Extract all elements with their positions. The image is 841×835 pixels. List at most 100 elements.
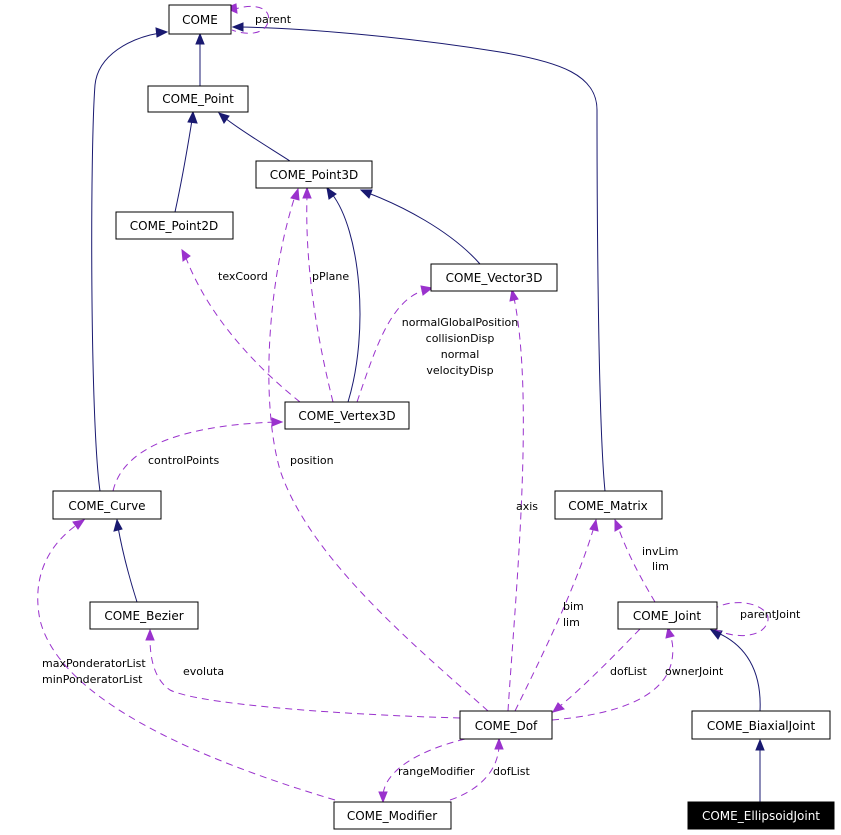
arrowhead-bezier-curve — [113, 518, 123, 532]
arrowhead-dof-matrix — [589, 518, 599, 532]
edge-label-maxponderatorlist: maxPonderatorList — [42, 657, 146, 670]
node-label-come-bezier: COME_Bezier — [104, 609, 183, 623]
edge-label-collisiondisp: collisionDisp — [426, 332, 495, 345]
edge-vertex-point2d — [185, 257, 301, 403]
arrowhead-matrix-come — [231, 22, 244, 32]
inheritance-edges — [91, 22, 765, 802]
edge-point2d-point — [174, 119, 193, 213]
arrowhead-vertex-point2d — [181, 248, 191, 262]
arrowhead-dof-joint — [665, 626, 675, 639]
node-label-come-point: COME_Point — [162, 92, 234, 106]
node-label-come-dof: COME_Dof — [475, 719, 538, 733]
arrowhead-joint-matrix — [614, 518, 623, 532]
edge-joint-parent — [711, 602, 769, 637]
edge-label-lim-joint: lim — [652, 560, 669, 573]
arrowhead-modifier-curve — [72, 519, 86, 530]
arrowhead-dof-vector3d — [509, 288, 519, 302]
arrowhead-point2d-point — [187, 110, 198, 124]
node-come-bezier[interactable]: COME_Bezier — [89, 601, 199, 630]
edge-modifier-curve — [37, 523, 336, 801]
arrowhead-modifier-dof — [494, 737, 504, 750]
arrowhead-curve-vertex — [271, 417, 284, 427]
arrowhead-point3d-point — [218, 112, 230, 124]
arrowhead-dof-point3d — [290, 187, 300, 201]
edge-curve-vertex — [112, 421, 276, 492]
arrowhead-dof-modifier — [378, 791, 388, 804]
node-come-curve[interactable]: COME_Curve — [52, 490, 162, 520]
edge-label-normal: normal — [441, 348, 480, 361]
edge-joint-dof — [559, 628, 641, 707]
arrowhead-vertex-vector3d — [420, 285, 434, 296]
edge-label-lim-dof: lim — [563, 616, 580, 629]
node-come[interactable]: COME — [168, 4, 232, 35]
edge-dof-bezier — [149, 637, 461, 719]
edge-dof-joint — [551, 633, 674, 721]
node-come-point2d[interactable]: COME_Point2D — [115, 211, 234, 240]
arrowhead-vertex-point3d — [302, 186, 312, 199]
edge-label-invlim: invLim — [642, 545, 678, 558]
edge-vertex-vector3d — [356, 289, 426, 403]
arrowhead-vector3d-point3d — [359, 189, 373, 199]
arrowhead-dof-bezier — [145, 628, 155, 641]
edge-label-texcoord: texCoord — [218, 270, 268, 283]
arrowhead-ellipsoid-biaxial — [755, 738, 765, 751]
edge-dof-vector3d — [507, 297, 524, 712]
node-come-vector3d[interactable]: COME_Vector3D — [430, 263, 558, 292]
node-label-come-vector3d: COME_Vector3D — [446, 271, 543, 285]
node-come-vertex3d[interactable]: COME_Vertex3D — [284, 401, 410, 430]
node-label-come: COME — [182, 13, 218, 27]
edge-label-velocitydisp: velocityDisp — [426, 364, 493, 377]
edge-come-parent — [231, 6, 270, 34]
edge-curve-come — [91, 32, 161, 492]
edge-label-rangemodifier: rangeModifier — [398, 765, 475, 778]
edge-label-doflist-joint: dofList — [610, 665, 648, 678]
edge-label-ownerjoint: ownerJoint — [665, 665, 724, 678]
node-label-come-curve: COME_Curve — [68, 499, 145, 513]
node-come-point3d[interactable]: COME_Point3D — [255, 160, 373, 189]
node-label-come-ellipsoidjoint: COME_EllipsoidJoint — [702, 809, 820, 823]
edge-labels: parent texCoord pPlane normalGlobalPosit… — [42, 13, 801, 778]
edge-vertex-point3d — [306, 195, 334, 403]
class-nodes: COME COME_Point COME_Point3D COME_Point2… — [52, 4, 835, 830]
edge-label-axis: axis — [516, 500, 538, 513]
node-come-biaxialjoint[interactable]: COME_BiaxialJoint — [691, 710, 831, 740]
node-come-point[interactable]: COME_Point — [147, 85, 249, 113]
edge-label-pplane: pPlane — [312, 270, 349, 283]
edge-point3d-point — [224, 117, 291, 162]
usage-edges — [37, 3, 769, 804]
edge-label-doflist-modifier: dofList — [493, 765, 531, 778]
edge-vertex3d-point3d — [331, 193, 361, 403]
edge-label-minponderatorlist: minPonderatorList — [42, 673, 143, 686]
edge-dof-matrix — [514, 526, 595, 712]
node-come-ellipsoidjoint[interactable]: COME_EllipsoidJoint — [687, 801, 835, 830]
edge-label-parentjoint: parentJoint — [740, 608, 801, 621]
edge-label-evoluta: evoluta — [183, 665, 224, 678]
node-come-matrix[interactable]: COME_Matrix — [554, 490, 663, 520]
edge-modifier-dof — [449, 745, 500, 801]
node-label-come-point2d: COME_Point2D — [130, 219, 218, 233]
arrowhead-curve-come — [155, 27, 169, 38]
edge-joint-matrix — [617, 526, 656, 603]
edge-vector3d-point3d — [367, 192, 481, 265]
edge-biaxial-joint — [717, 632, 761, 712]
edge-dof-modifier — [382, 738, 466, 796]
node-come-modifier[interactable]: COME_Modifier — [333, 801, 452, 830]
edge-matrix-come — [239, 26, 606, 492]
edge-label-parent: parent — [255, 13, 292, 26]
node-label-come-biaxialjoint: COME_BiaxialJoint — [707, 719, 816, 733]
node-label-come-point3d: COME_Point3D — [270, 168, 358, 182]
node-label-come-vertex3d: COME_Vertex3D — [298, 409, 395, 423]
arrowhead-joint-dof — [551, 702, 565, 713]
edge-label-bim: bim — [563, 600, 584, 613]
arrowhead-point-come — [195, 32, 205, 45]
edge-label-normalglobalposition: normalGlobalPosition — [402, 316, 518, 329]
node-label-come-modifier: COME_Modifier — [347, 809, 437, 823]
node-come-dof[interactable]: COME_Dof — [459, 710, 553, 740]
node-label-come-joint: COME_Joint — [633, 609, 702, 623]
arrowhead-vertex3d-point3d — [326, 186, 337, 200]
edge-label-controlpoints: controlPoints — [148, 454, 219, 467]
edge-bezier-curve — [117, 526, 138, 603]
node-come-joint[interactable]: COME_Joint — [617, 601, 718, 630]
edge-label-position: position — [290, 454, 334, 467]
